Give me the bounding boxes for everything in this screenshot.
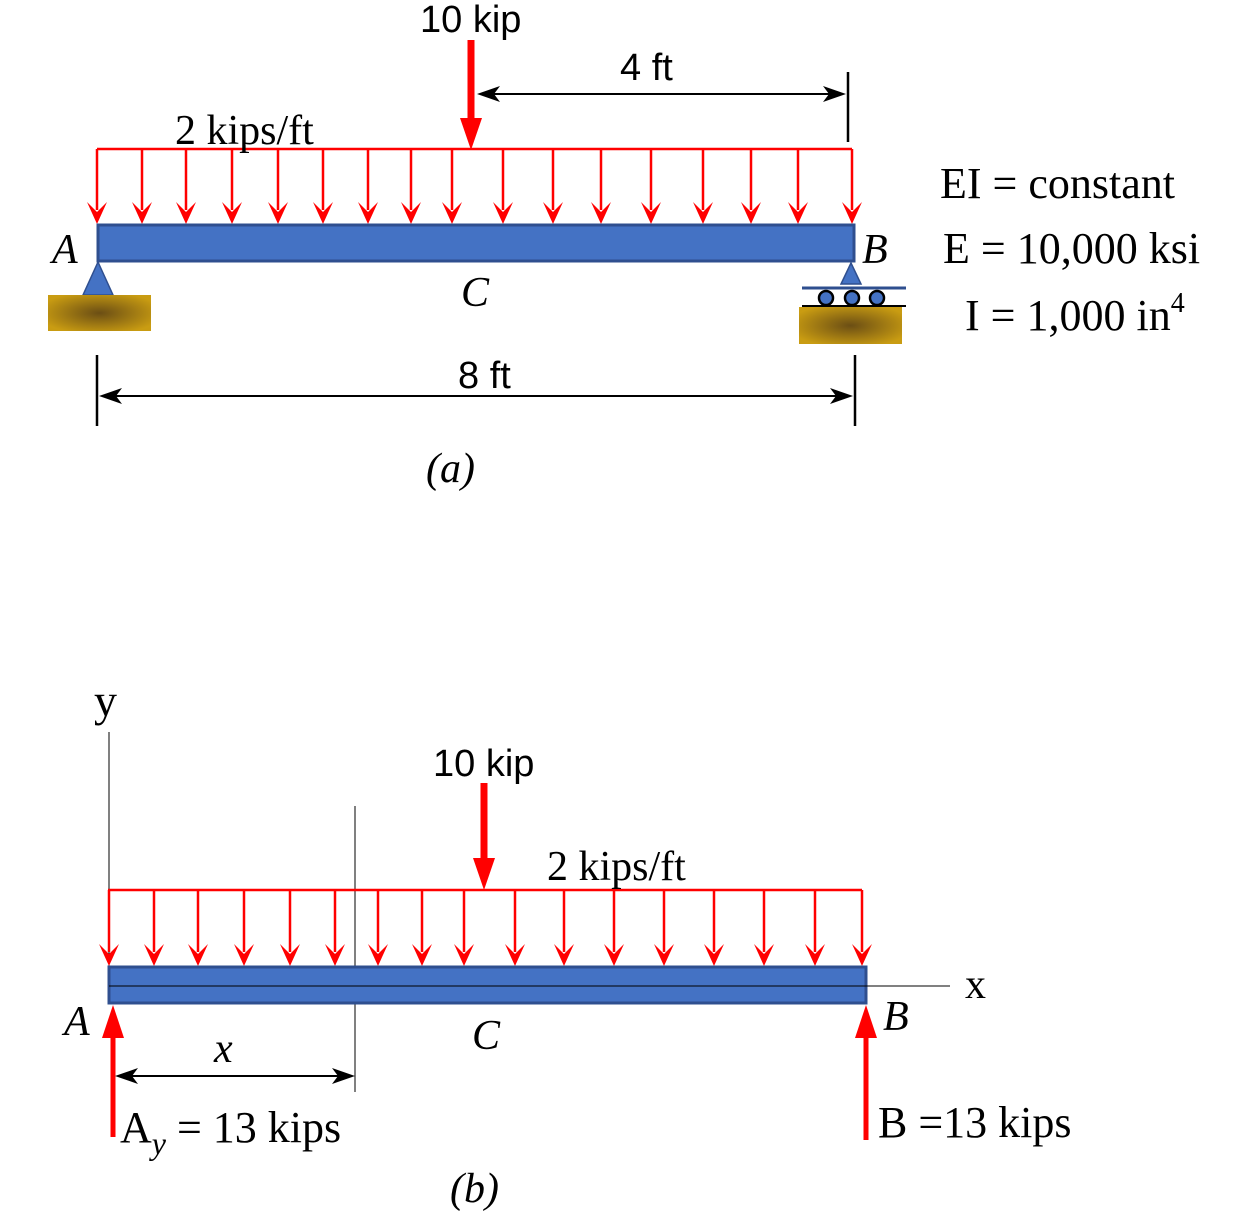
point-load-b: [473, 783, 495, 890]
point-b-label-b: B: [883, 994, 909, 1040]
figure-a: 10 kip 2 kips/ft 4 ft A B C: [48, 0, 1200, 492]
distributed-load-a-label: 2 kips/ft: [175, 108, 314, 154]
udl-a-arrow: [132, 149, 152, 224]
udl-a-arrow: [842, 149, 862, 224]
point-c-label-b: C: [472, 1013, 501, 1059]
point-load-a: [460, 40, 482, 150]
property-i: I = 1,000 in4: [965, 288, 1185, 340]
property-ei: EI = constant: [940, 159, 1175, 208]
reaction-a-sub: y: [149, 1125, 167, 1161]
property-e: E = 10,000 ksi: [943, 224, 1200, 273]
point-load-a-label: 10 kip: [420, 0, 521, 41]
udl-b-arrow: [604, 890, 624, 966]
y-axis-label: y: [94, 675, 117, 726]
udl-a-arrow: [591, 149, 611, 224]
dimension-8ft: [95, 355, 857, 426]
udl-b-arrow: [754, 890, 774, 966]
reaction-b-label: B =13 kips: [878, 1098, 1072, 1147]
udl-a-arrow: [543, 149, 563, 224]
udl-b-arrow: [325, 890, 345, 966]
udl-a-arrow: [693, 149, 713, 224]
beam-a: [96, 223, 856, 263]
point-b-label: B: [862, 227, 888, 273]
udl-b-arrow: [852, 890, 872, 966]
udl-a-arrow: [358, 149, 378, 224]
udl-a-arrow: [222, 149, 242, 224]
udl-b-arrow: [368, 890, 388, 966]
point-a-label-b: A: [61, 999, 90, 1045]
point-load-b-label: 10 kip: [433, 743, 534, 785]
udl-b-arrow: [99, 890, 119, 966]
reaction-a-main: A: [120, 1103, 152, 1152]
reaction-a-value: = 13 kips: [166, 1103, 341, 1152]
roller-support-icon: [799, 261, 906, 344]
udl-a-arrow: [401, 149, 421, 224]
udl-b-arrow: [704, 890, 724, 966]
property-i-exponent: 4: [1171, 288, 1185, 319]
udl-b-arrow: [554, 890, 574, 966]
udl-a-arrow: [641, 149, 661, 224]
udl-b-arrow: [280, 890, 300, 966]
dimension-8ft-label: 8 ft: [458, 355, 511, 397]
udl-b-arrow: [654, 890, 674, 966]
udl-b-arrow: [188, 890, 208, 966]
reaction-arrow-a: [102, 1005, 124, 1137]
distributed-load-b: [99, 890, 872, 966]
udl-b-arrow: [412, 890, 432, 966]
udl-b-arrow: [805, 890, 825, 966]
dimension-x: [115, 1068, 355, 1084]
udl-b-arrow: [454, 890, 474, 966]
udl-a-arrow: [176, 149, 196, 224]
caption-b: (b): [450, 1166, 499, 1212]
point-a-label: A: [49, 227, 78, 273]
udl-a-arrow: [268, 149, 288, 224]
beam-b: [107, 965, 868, 1005]
distributed-load-b-label: 2 kips/ft: [547, 844, 686, 890]
udl-a-arrow: [87, 149, 107, 224]
property-i-text: I = 1,000 in: [965, 291, 1171, 340]
dimension-x-label: x: [213, 1026, 233, 1072]
reaction-a-label: Ay = 13 kips: [120, 1103, 341, 1161]
udl-a-arrow: [493, 149, 513, 224]
udl-a-arrow: [741, 149, 761, 224]
udl-a-arrow: [442, 149, 462, 224]
reaction-arrow-b: [855, 1005, 877, 1140]
udl-a-arrow: [313, 149, 333, 224]
pin-support-icon: [48, 260, 151, 331]
x-axis-label: x: [965, 962, 986, 1008]
dimension-4ft-label: 4 ft: [620, 47, 673, 89]
udl-b-arrow: [144, 890, 164, 966]
caption-a: (a): [426, 446, 475, 492]
figure-b: y 10 kip 2 kips/ft x A B C: [61, 675, 1072, 1212]
udl-b-arrow: [505, 890, 525, 966]
udl-b-arrow: [234, 890, 254, 966]
point-c-label: C: [461, 270, 490, 316]
dimension-4ft: [477, 72, 850, 142]
distributed-load-a: [87, 149, 862, 224]
udl-a-arrow: [788, 149, 808, 224]
